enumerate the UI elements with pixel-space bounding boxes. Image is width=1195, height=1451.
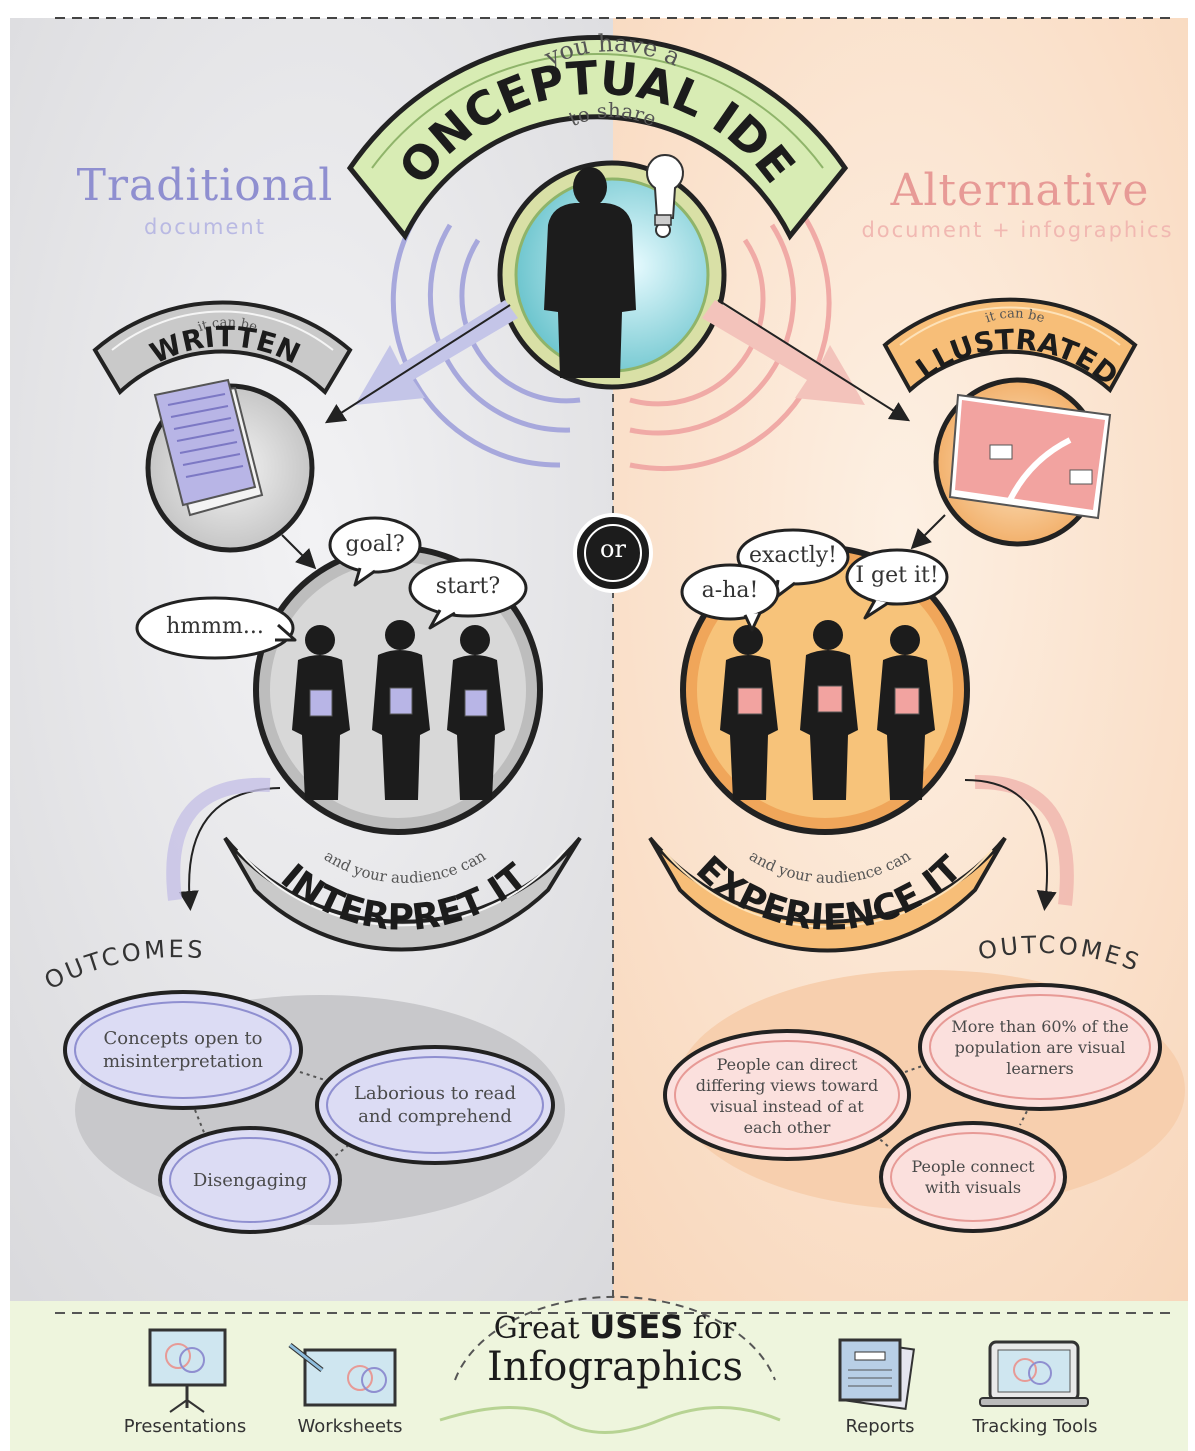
traditional-heading: Traditional [76, 160, 334, 211]
outcome-pill-right-3 [879, 1121, 1067, 1233]
interpret-banner [223, 836, 582, 952]
or-label: or [600, 535, 626, 563]
alternative-heading: Alternative [890, 165, 1150, 216]
bubble-aha: a-ha! [701, 578, 759, 603]
audience-silhouettes-left [292, 620, 505, 800]
illustration-page-icon [948, 393, 1112, 520]
outcome-pill-left-3 [158, 1126, 342, 1234]
footer-great: Great [493, 1311, 580, 1346]
experience-banner [648, 836, 1007, 953]
use-presentations: Presentations [123, 1416, 247, 1437]
outcome-right-1: More than 60% of the population are visu… [951, 1016, 1129, 1078]
reports-icon [838, 1338, 916, 1411]
bubble-start: start? [435, 574, 501, 599]
use-worksheets: Worksheets [297, 1416, 403, 1437]
lightbulb-icon [646, 154, 684, 238]
footer-uses: USES [589, 1308, 684, 1346]
traditional-subheading: document [144, 215, 266, 239]
concept-banner [346, 35, 849, 241]
outcome-left-2: Laborious to read and comprehend [353, 1083, 517, 1127]
outcome-pill-left-2 [315, 1045, 555, 1165]
outcome-pill-left-1 [63, 990, 303, 1110]
illustrated-banner [882, 297, 1138, 394]
bubble-goal: goal? [345, 532, 405, 557]
outcome-left-3: Disengaging [192, 1169, 308, 1191]
outcome-pill-right-2 [663, 1029, 911, 1161]
speech-bubbles-right [680, 528, 949, 632]
audience-silhouettes-right [720, 620, 935, 800]
bubble-exactly: exactly! [748, 543, 837, 568]
outcome-right-3: People connect with visuals [911, 1157, 1035, 1197]
use-tracking-tools: Tracking Tools [972, 1416, 1098, 1437]
arrow-to-right [702, 300, 865, 405]
or-badge [573, 513, 653, 593]
footer-arc [454, 1295, 776, 1381]
use-reports: Reports [845, 1416, 915, 1437]
document-icon [153, 378, 264, 517]
presentation-icon [148, 1328, 227, 1413]
outcome-pill-right-1 [918, 983, 1162, 1111]
bubble-hmmm: hmmm... [166, 614, 264, 639]
tracking-tools-icon [979, 1340, 1089, 1407]
footer-infographics: Infographics [486, 1344, 744, 1390]
outcome-right-2: People can direct differing views toward… [695, 1055, 879, 1137]
written-banner [92, 300, 353, 396]
footer-title-line-1: Great USES for [470, 1308, 760, 1346]
alternative-subheading: document + infographics [861, 218, 1174, 242]
outcome-left-1: Concepts open to misinterpretation [102, 1028, 264, 1072]
curve-arrow-right [964, 779, 1057, 911]
footer-for: for [692, 1311, 737, 1346]
worksheet-icon [288, 1343, 397, 1407]
bubble-i-get-it: I get it! [855, 563, 939, 588]
speech-bubbles-left [135, 516, 528, 660]
speaker-silhouette [544, 167, 636, 378]
